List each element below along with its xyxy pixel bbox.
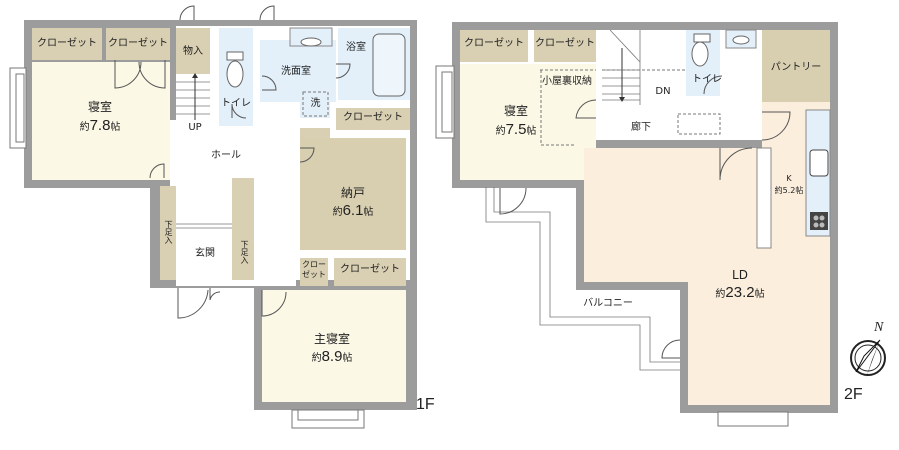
toilet-2f-label: トイレ (692, 74, 722, 85)
closet-2f-1-label: クローゼット (464, 38, 524, 49)
bedroom-1f-area: 約7.8帖 (79, 117, 121, 134)
closet-1f-4-label: クローゼット (302, 260, 326, 279)
balcony-label: バルコニー (583, 298, 633, 309)
master-bedroom-floor (262, 290, 406, 402)
bedroom-2f-floor (460, 64, 596, 180)
closet-1f-1-label: クローゼット (37, 38, 97, 49)
floor-label-2f: 2F (844, 386, 863, 403)
closet-2f-2-label: クローゼット (535, 38, 595, 49)
bedroom-2f-area: 約7.5帖 (495, 121, 537, 138)
ld-label: LD (732, 268, 748, 282)
washer-label: 洗 (310, 98, 321, 109)
kitchen-label: K (786, 174, 792, 183)
shoe-cabinet-1-label: 下足入 (164, 220, 173, 244)
entrance-label: 玄関 (195, 248, 215, 259)
attic-storage-label: 小屋裏収納 (542, 76, 592, 87)
nando-area: 約6.1帖 (332, 202, 374, 219)
kitchen-area: 約5.2帖 (774, 186, 804, 195)
ld-floor (584, 148, 830, 282)
shoe-cabinet-2-label: 下足入 (240, 240, 249, 264)
toilet-1f-label: トイレ (221, 98, 251, 109)
stairs-up-label: UP (188, 122, 202, 133)
master-bedroom-area: 約8.9帖 (311, 348, 353, 365)
washroom-label: 洗面室 (281, 66, 311, 77)
storage-label: 物入 (183, 46, 203, 57)
closet-1f-3-label: クローゼット (343, 112, 403, 123)
nando-label: 納戸 (340, 186, 365, 200)
corridor-label: 廊下 (631, 122, 651, 133)
ld-area: 約23.2帖 (715, 284, 765, 301)
pantry-label: パントリー (770, 62, 822, 73)
stairs-down-label: DN (655, 86, 671, 97)
bedroom-1f-floor (32, 62, 170, 180)
compass-north-label: N (874, 320, 884, 335)
bedroom-2f-label: 寝室 (503, 104, 528, 118)
floor-2 (435, 22, 886, 427)
bedroom-1f-label: 寝室 (87, 100, 112, 114)
floor-1 (9, 5, 417, 429)
nando-floor (300, 138, 406, 250)
bath-label: 浴室 (346, 42, 366, 53)
hall-label: ホール (211, 150, 241, 161)
closet-1f-2-label: クローゼット (108, 38, 168, 49)
master-bedroom-label: 主寝室 (313, 332, 350, 346)
compass-icon (850, 339, 886, 378)
floor-label-1f: 1F (416, 396, 435, 413)
closet-1f-5-label: クローゼット (340, 264, 400, 275)
